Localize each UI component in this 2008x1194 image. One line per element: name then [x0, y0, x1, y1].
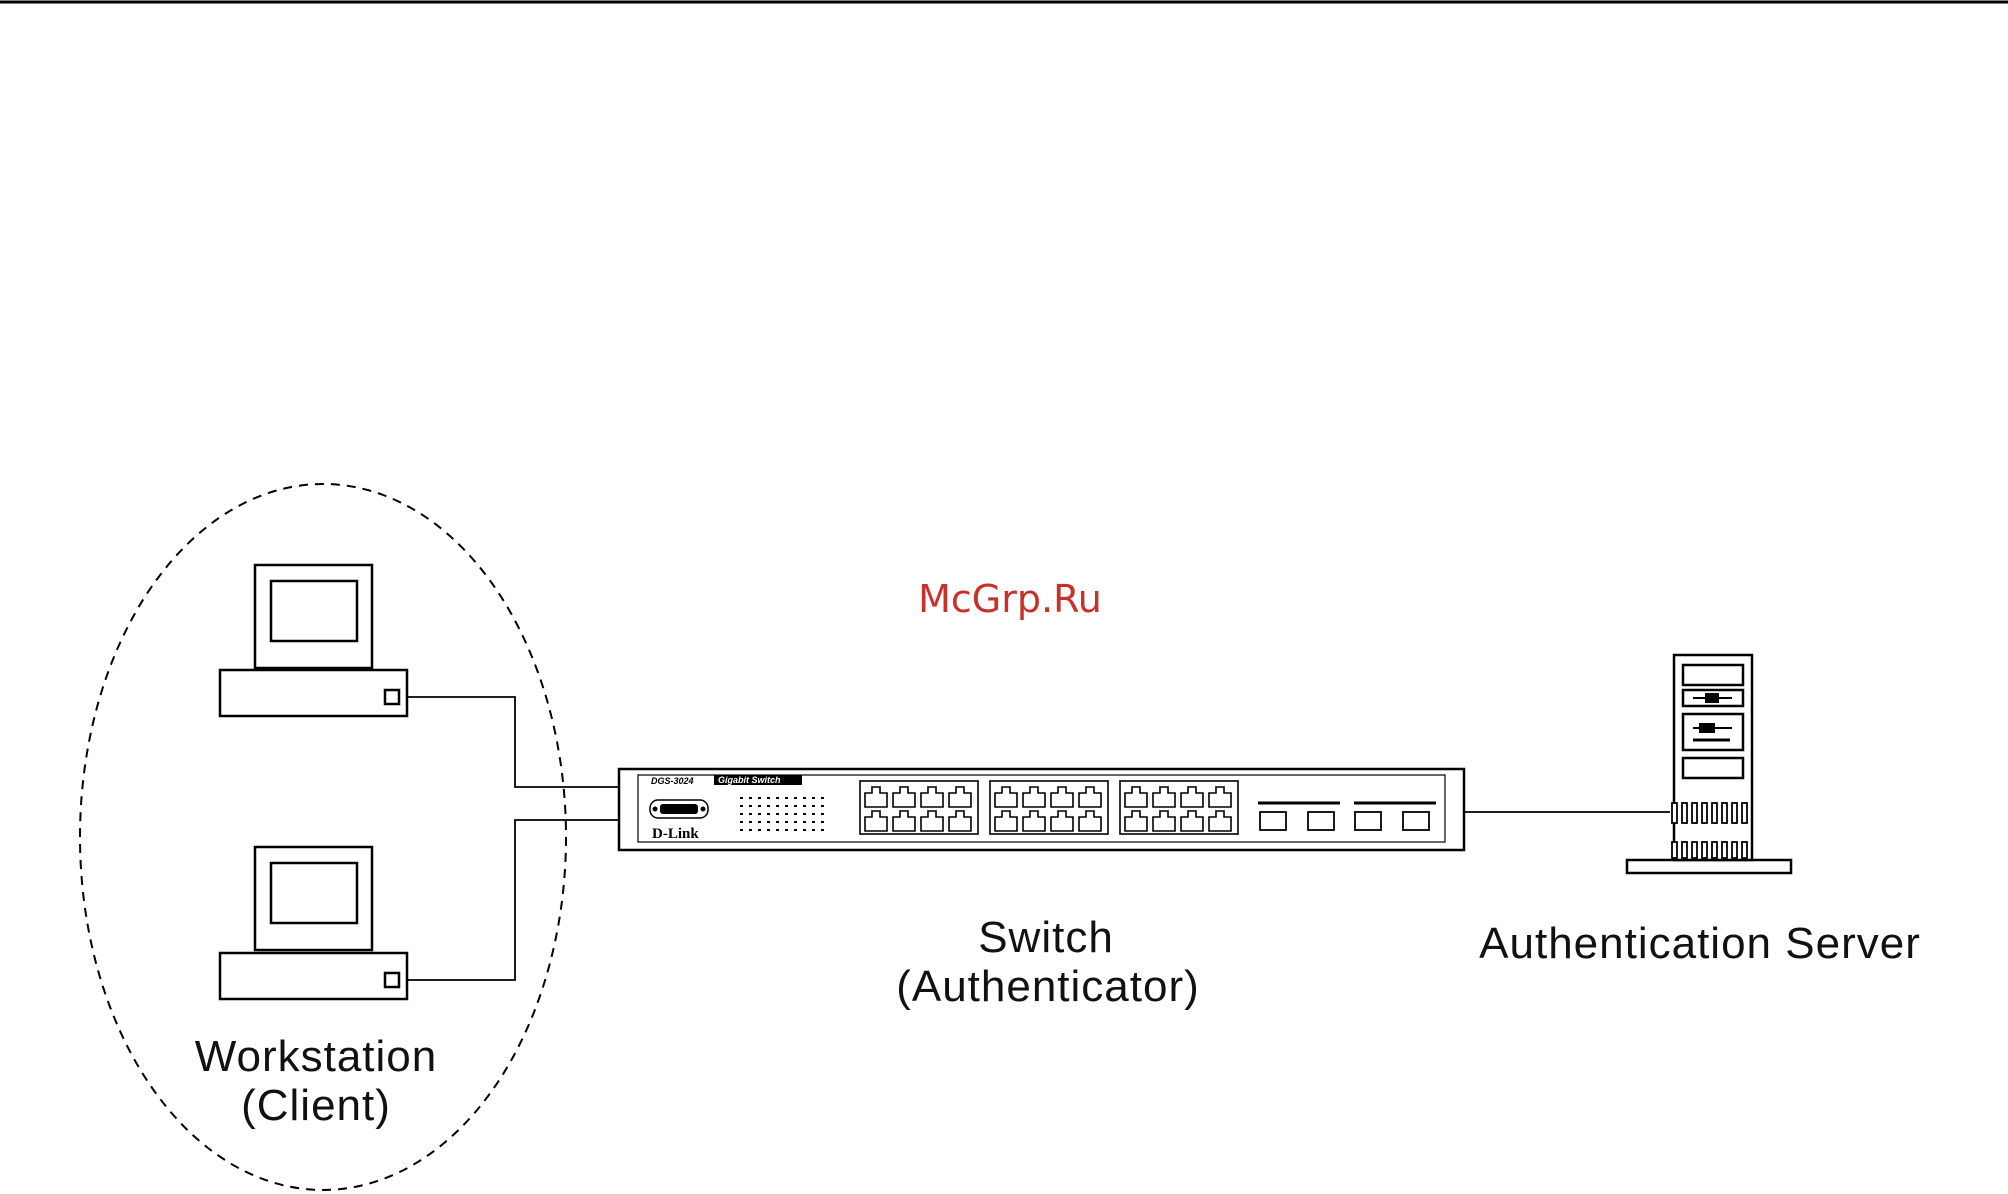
server-vent — [1672, 803, 1677, 823]
workstation-label-line1: Workstation — [195, 1032, 438, 1081]
server-vent — [1702, 803, 1707, 823]
workstation-label-line2: (Client) — [241, 1081, 391, 1130]
server-vent — [1702, 842, 1707, 858]
server-vent — [1712, 803, 1717, 823]
status-led — [758, 805, 761, 807]
status-led — [803, 821, 806, 823]
status-led — [821, 797, 824, 799]
status-led — [794, 821, 797, 823]
status-led — [812, 829, 815, 831]
status-led — [776, 805, 779, 807]
workstation-2-icon — [220, 847, 407, 999]
status-led — [776, 797, 779, 799]
server-vent — [1672, 842, 1677, 858]
sfp-slot — [1403, 812, 1429, 830]
switch-label-line1: Switch — [978, 913, 1114, 962]
status-led — [758, 813, 761, 815]
switch-icon: DGS-3024 Gigabit Switch D-Link — [619, 769, 1464, 850]
sfp-slot — [1355, 812, 1381, 830]
status-led — [749, 813, 752, 815]
switch-model-label: DGS-3024 — [651, 776, 694, 786]
status-led — [758, 797, 761, 799]
server-vent — [1682, 803, 1687, 823]
status-led — [767, 805, 770, 807]
status-led — [776, 821, 779, 823]
server-vent — [1742, 803, 1747, 823]
status-led — [749, 821, 752, 823]
switch-brand-label: D-Link — [652, 826, 699, 842]
watermark: McGrp.Ru — [918, 577, 1102, 621]
status-led — [821, 813, 824, 815]
status-led — [749, 829, 752, 831]
server-vent — [1732, 803, 1737, 823]
status-led — [785, 829, 788, 831]
status-led — [794, 813, 797, 815]
status-led — [767, 797, 770, 799]
status-led — [740, 797, 743, 799]
server-icon — [1627, 655, 1791, 873]
status-led — [785, 805, 788, 807]
status-led — [803, 829, 806, 831]
status-led — [740, 805, 743, 807]
status-led — [803, 797, 806, 799]
status-led — [758, 829, 761, 831]
status-led — [794, 829, 797, 831]
sfp-slot — [1260, 812, 1286, 830]
server-vent — [1742, 842, 1747, 858]
status-led — [785, 813, 788, 815]
server-vent — [1722, 803, 1727, 823]
status-led — [812, 821, 815, 823]
server-vent — [1732, 842, 1737, 858]
status-led — [812, 813, 815, 815]
status-led — [749, 805, 752, 807]
status-led — [821, 829, 824, 831]
status-led — [767, 829, 770, 831]
status-led — [803, 813, 806, 815]
server-label: Authentication Server — [1479, 919, 1921, 968]
status-led — [821, 821, 824, 823]
status-led — [767, 821, 770, 823]
status-led — [749, 797, 752, 799]
status-led — [740, 821, 743, 823]
cable-workstation-2 — [407, 820, 620, 980]
status-led — [740, 813, 743, 815]
workstation-1-icon — [220, 565, 407, 716]
status-led — [812, 797, 815, 799]
status-led — [785, 821, 788, 823]
server-vent — [1722, 842, 1727, 858]
server-vent — [1682, 842, 1687, 858]
sfp-slot — [1308, 812, 1334, 830]
status-led — [794, 805, 797, 807]
status-led — [740, 829, 743, 831]
server-vent — [1712, 842, 1717, 858]
status-led — [776, 829, 779, 831]
status-led — [812, 805, 815, 807]
cable-workstation-1 — [407, 697, 620, 787]
status-led — [794, 797, 797, 799]
status-led — [821, 805, 824, 807]
status-led — [758, 821, 761, 823]
status-led — [785, 797, 788, 799]
status-led — [776, 813, 779, 815]
status-led — [803, 805, 806, 807]
server-vent — [1692, 842, 1697, 858]
status-led — [767, 813, 770, 815]
switch-badge-label: Gigabit Switch — [718, 775, 781, 785]
switch-label-line2: (Authenticator) — [896, 962, 1200, 1011]
server-vent — [1692, 803, 1697, 823]
